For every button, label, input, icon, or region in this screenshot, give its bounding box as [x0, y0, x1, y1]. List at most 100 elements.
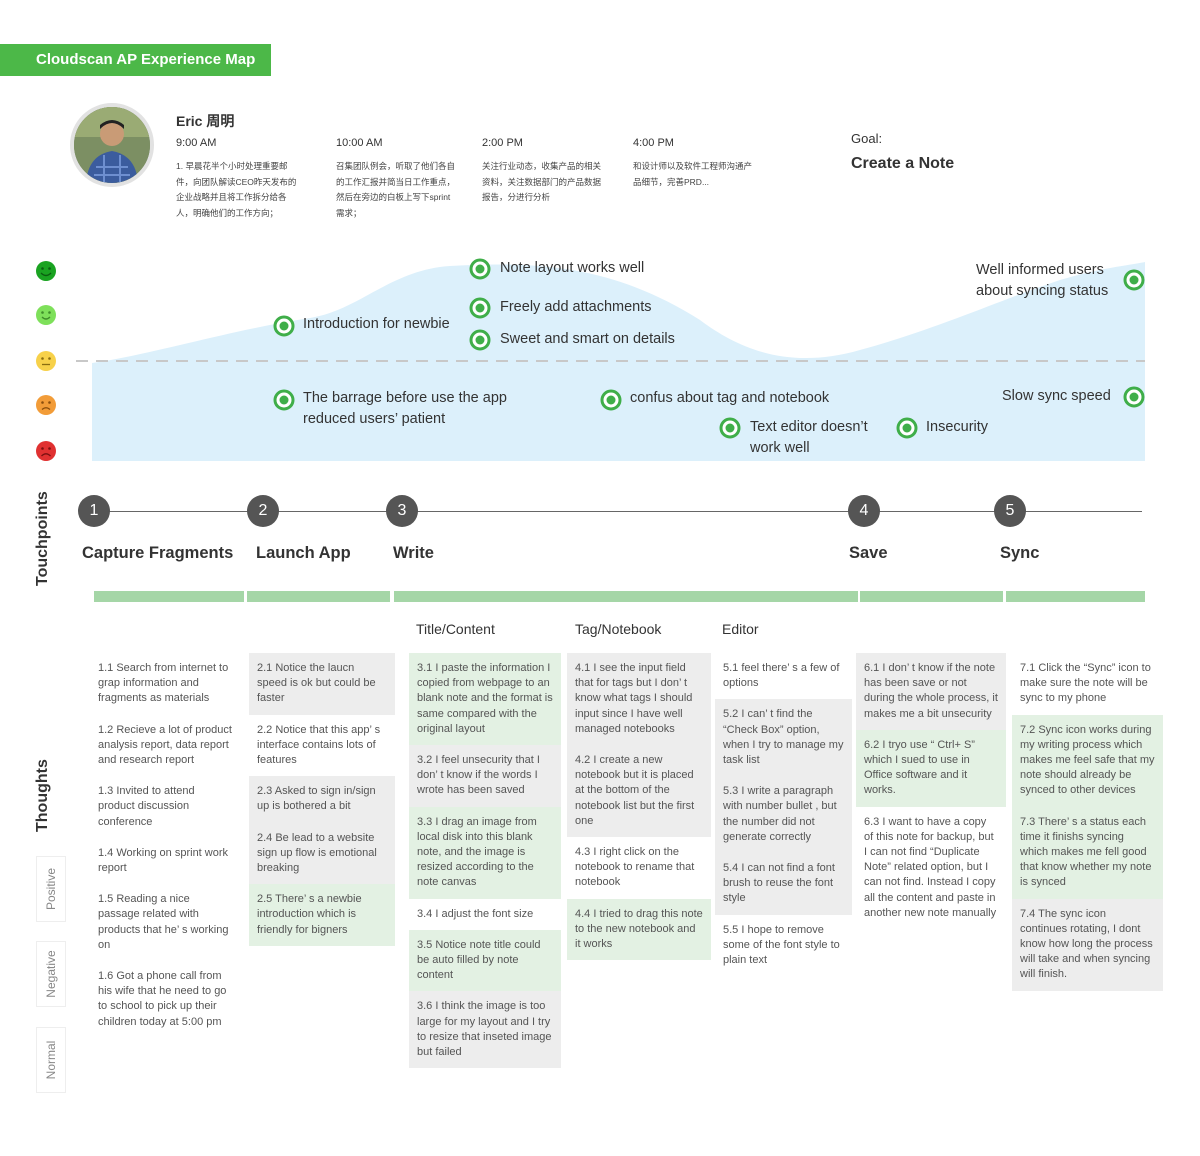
legend-negative-label: Negative — [44, 950, 58, 998]
thought-card: 5.3 I write a paragraph with number bull… — [715, 776, 852, 854]
emotion-point-label: Note layout works well — [500, 260, 645, 276]
emotion-point-dot — [725, 423, 735, 433]
stage-name: Save — [849, 544, 888, 562]
neutral-icon — [36, 351, 56, 371]
persona-avatar — [70, 103, 154, 187]
thought-card: 7.1 Click the “Sync” icon to make sure t… — [1012, 653, 1163, 715]
thought-card: 4.3 I right click on the notebook to ren… — [567, 837, 711, 899]
stage-name: Write — [393, 544, 434, 562]
sub-stage-heading: Editor — [722, 621, 759, 637]
happy-icon — [36, 305, 56, 325]
emotion-curve-chart — [36, 258, 1145, 461]
schedule-desc: 关注行业动态，收集产品的相关资料，关注数据部门的产品数据报告，分进行分析 — [482, 161, 602, 202]
stage-name: Launch App — [256, 544, 351, 562]
persona-name: Eric 周明 — [176, 113, 235, 129]
legend-normal: Normal — [36, 1027, 66, 1093]
thought-card: 3.4 I adjust the font size — [409, 898, 561, 930]
emotion-point-label: Well informed users about syncing status — [976, 262, 1109, 299]
emotion-point-label: The barrage before use the app reduced u… — [303, 390, 507, 427]
sub-stage-heading: Title/Content — [416, 621, 495, 637]
thought-card: 1.1 Search from internet to grap informa… — [90, 653, 240, 715]
very-sad-icon — [36, 441, 56, 461]
very-happy-icon — [36, 261, 56, 281]
stage-bar — [394, 591, 858, 602]
thoughts-label: Thoughts — [34, 759, 51, 832]
thought-card: 4.2 I create a new notebook but it is pl… — [567, 745, 711, 838]
thought-card: 2.2 Notice that this app’ s interface co… — [249, 714, 395, 777]
emotion-point-dot — [1129, 392, 1139, 402]
emotion-point-dot — [902, 423, 912, 433]
goal-value: Create a Note — [851, 155, 955, 172]
schedule-item: 4:00 PM 和设计师以及软件工程师沟通产品细节，完善PRD... — [633, 137, 763, 190]
stage-bar — [247, 591, 390, 602]
thought-card: 4.1 I see the input field that for tags … — [567, 653, 711, 746]
thought-card: 6.2 I tryo use “ Ctrl+ S” which I sued t… — [856, 729, 1006, 807]
schedule-desc: 1. 早晨花半个小时处理重要邮件，向团队解读CEO昨天发布的企业战略并且将工作拆… — [176, 161, 297, 218]
thought-card: 1.4 Working on sprint work report — [90, 837, 240, 885]
emotion-point-label: Text editor doesn’t work well — [750, 419, 868, 456]
emotion-point-dot — [279, 395, 289, 405]
sub-stage-heading: Tag/Notebook — [575, 621, 662, 637]
stage-number: 2 — [247, 495, 279, 527]
stage-number: 4 — [848, 495, 880, 527]
emotion-point-label: Sweet and smart on details — [500, 331, 675, 347]
emotion-point-label: Slow sync speed — [1002, 388, 1111, 404]
schedule-item: 2:00 PM 关注行业动态，收集产品的相关资料，关注数据部门的产品数据报告，分… — [482, 137, 612, 206]
stage-number: 5 — [994, 495, 1026, 527]
thought-card: 2.3 Asked to sign in/sign up is bothered… — [249, 776, 395, 823]
emotion-point-label: confus about tag and notebook — [630, 390, 830, 406]
stage-number: 1 — [78, 495, 110, 527]
thoughts-column-save: 6.1 I don’ t know if the note has been s… — [856, 653, 1006, 930]
emotion-point-dot — [475, 303, 485, 313]
thought-card: 2.4 Be lead to a website sign up flow is… — [249, 822, 395, 885]
stage-name: Capture Fragments — [82, 544, 234, 562]
emotion-point-dot — [475, 264, 485, 274]
thought-card: 3.1 I paste the information I copied fro… — [409, 653, 561, 746]
emotion-point-dot — [279, 321, 289, 331]
legend-positive-label: Positive — [44, 867, 58, 911]
thoughts-column-sync: 7.1 Click the “Sync” icon to make sure t… — [1012, 653, 1163, 991]
thoughts-column-capture: 1.1 Search from internet to grap informa… — [90, 653, 240, 1038]
schedule-time: 4:00 PM — [633, 137, 674, 149]
sad-icon — [36, 395, 56, 415]
touchpoints-label: Touchpoints — [34, 491, 51, 586]
legend-positive: Positive — [36, 856, 66, 922]
emotion-point-dot — [1129, 275, 1139, 285]
emotion-point-label: Freely add attachments — [500, 299, 652, 315]
legend-normal-label: Normal — [44, 1040, 58, 1080]
thoughts-column-title-content: 3.1 I paste the information I copied fro… — [409, 653, 561, 1069]
thought-card: 3.3 I drag an image from local disk into… — [409, 806, 561, 899]
thought-card: 5.2 I can’ t find the “Check Box” option… — [715, 699, 852, 777]
thought-card: 3.2 I feel unsecurity that I don’ t know… — [409, 745, 561, 807]
thought-card: 6.1 I don’ t know if the note has been s… — [856, 653, 1006, 730]
thought-card: 3.6 I think the image is too large for m… — [409, 991, 561, 1069]
thought-card: 5.4 I can not find a font brush to reuse… — [715, 853, 852, 915]
schedule-time: 10:00 AM — [336, 137, 383, 149]
emotion-point-label: Insecurity — [926, 419, 989, 435]
stage-name: Sync — [1000, 544, 1040, 562]
thoughts-column-tag-notebook: 4.1 I see the input field that for tags … — [567, 653, 711, 961]
legend-negative: Negative — [36, 941, 66, 1007]
thought-card: 7.2 Sync icon works during my writing pr… — [1012, 714, 1163, 807]
thoughts-column-editor: 5.1 feel there’ s a few of options 5.2 I… — [715, 653, 852, 977]
stage-bar — [1006, 591, 1145, 602]
thought-card: 3.5 Notice note title could be auto fill… — [409, 929, 561, 992]
map-title: Cloudscan AP Experience Map — [0, 44, 271, 76]
schedule-item: 10:00 AM 召集团队例会，听取了他们各自的工作汇报并简当日工作重点，然后在… — [336, 137, 466, 221]
schedule-time: 2:00 PM — [482, 137, 523, 149]
thought-card: 2.1 Notice the laucn speed is ok but cou… — [249, 653, 395, 715]
stage-timeline — [94, 511, 1142, 512]
thought-card: 2.5 There’ s a newbie introduction which… — [249, 884, 395, 946]
thought-card: 7.4 The sync icon continues rotating, I … — [1012, 898, 1163, 991]
schedule-desc: 召集团队例会，听取了他们各自的工作汇报并简当日工作重点，然后在旁边的白板上写下s… — [336, 161, 456, 218]
emotion-point-dot — [475, 335, 485, 345]
thought-card: 1.5 Reading a nice passage related with … — [90, 884, 240, 962]
emotion-point-label: Introduction for newbie — [303, 316, 450, 332]
thought-card: 1.2 Recieve a lot of product analysis re… — [90, 714, 240, 777]
schedule-time: 9:00 AM — [176, 137, 217, 149]
schedule-desc: 和设计师以及软件工程师沟通产品细节，完善PRD... — [633, 161, 753, 187]
emotion-point-dot — [606, 395, 616, 405]
stage-bar — [94, 591, 244, 602]
stage-bar — [860, 591, 1003, 602]
schedule-item: 9:00 AM 1. 早晨花半个小时处理重要邮件，向团队解读CEO昨天发布的企业… — [176, 137, 306, 221]
